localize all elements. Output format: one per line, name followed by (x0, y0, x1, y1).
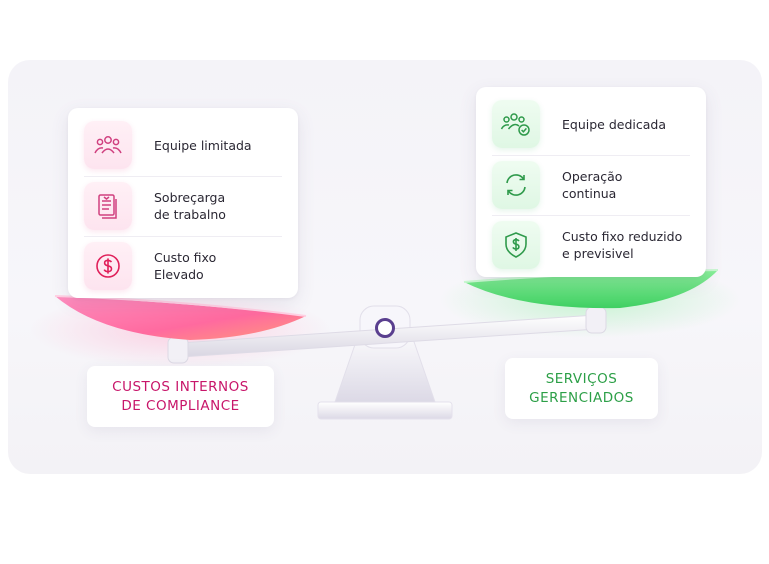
managed-services-caption: SERVIÇOS GERENCIADOS (505, 358, 658, 419)
row-label: Equipe dedicada (562, 116, 666, 132)
row-label: Custo fixo Elevado (154, 249, 217, 282)
list-item: Equipe dedicada (492, 95, 690, 153)
left-issues-card: Equipe limitada Sobreçarga de trabalno C… (68, 108, 298, 298)
list-item: Operação continua (492, 155, 690, 213)
document-icon (84, 181, 132, 230)
list-item: Custo fixo reduzido e previsivel (492, 215, 690, 273)
row-label: Equipe limitada (154, 137, 252, 153)
team-icon (84, 121, 132, 169)
shield-dollar-icon (492, 220, 540, 269)
list-item: Sobreçarga de trabalno (84, 176, 282, 234)
list-item: Equipe limitada (84, 116, 282, 174)
refresh-icon (492, 160, 540, 209)
internal-costs-caption: CUSTOS INTERNOS DE COMPLIANCE (87, 366, 274, 427)
dollar-icon (84, 241, 132, 290)
list-item: Custo fixo Elevado (84, 236, 282, 294)
row-label: Operação continua (562, 168, 623, 201)
right-benefits-card: Equipe dedicada Operação continua Custo … (476, 87, 706, 277)
row-label: Custo fixo reduzido e previsivel (562, 228, 683, 261)
team-check-icon (492, 100, 540, 148)
row-label: Sobreçarga de trabalno (154, 189, 226, 222)
